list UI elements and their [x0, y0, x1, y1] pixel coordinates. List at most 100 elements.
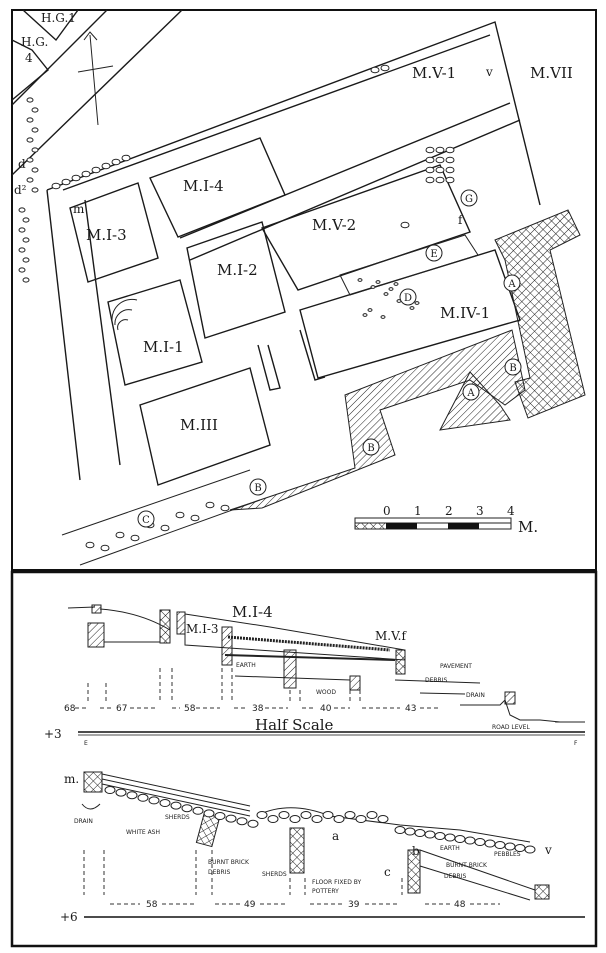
stone: [225, 814, 237, 823]
stone: [445, 176, 455, 184]
scale-tick: 3: [476, 504, 484, 518]
dimension: 38: [252, 704, 264, 714]
stone: [26, 117, 34, 123]
stone: [192, 806, 204, 815]
stone: [170, 801, 182, 810]
stone: [159, 799, 171, 807]
stone: [464, 836, 476, 845]
dimension: 39: [348, 900, 360, 910]
wall-b-hatched: [229, 329, 526, 511]
dimension: 48: [454, 900, 466, 910]
stone: [434, 832, 446, 840]
scale-unit: M.: [518, 518, 538, 536]
stone: [256, 811, 268, 819]
stone: [104, 786, 116, 794]
stone: [454, 835, 466, 843]
section-label: M.V.f: [375, 629, 407, 643]
dimension: 40: [320, 704, 332, 714]
stone: [357, 278, 363, 282]
stone: [445, 166, 455, 174]
room-m-i-1: [107, 279, 203, 386]
room-label: M.IV-1: [440, 304, 490, 322]
dimension: 58: [184, 704, 196, 714]
stone: [18, 207, 26, 213]
stone: [425, 176, 435, 184]
stone: [311, 815, 323, 823]
scale-tick: 2: [445, 504, 453, 518]
stone: [31, 187, 39, 193]
stone: [344, 811, 356, 819]
stone: [137, 793, 149, 802]
small-letter: m: [73, 202, 85, 216]
corner-label: 4: [25, 51, 33, 65]
section-label: EARTH: [440, 845, 460, 852]
dimension: 67: [116, 704, 127, 714]
marker-circle: [399, 288, 417, 306]
section-label: DRAIN: [74, 818, 93, 825]
section-label: POTTERY: [312, 888, 339, 895]
dimension: 58: [146, 900, 158, 910]
stone: [524, 845, 536, 854]
room-m-i-3: [69, 182, 159, 283]
stone: [220, 504, 230, 512]
stone: [377, 815, 389, 823]
scale-bar: 0 1 2 3 4 M.: [354, 504, 538, 536]
room-m-v-2: [260, 164, 471, 291]
section-end-label: E: [84, 740, 88, 747]
room-label: M.I-2: [217, 261, 258, 279]
stone: [115, 531, 125, 539]
marker-circle: [460, 189, 478, 207]
marker-circle: [503, 274, 521, 292]
wall-a-crosshatched: [494, 209, 586, 419]
stone: [100, 544, 110, 552]
stone: [26, 137, 34, 143]
stone: [414, 301, 420, 305]
stone: [115, 788, 127, 797]
section-label: EARTH: [236, 662, 256, 669]
stone: [355, 815, 367, 823]
section-label: DEBRIS: [208, 869, 230, 876]
marker-label: A: [507, 279, 516, 290]
stone: [504, 842, 516, 851]
section-label: SHERDS: [262, 871, 287, 878]
section-label: WOOD: [316, 689, 336, 696]
marker-label: D: [404, 293, 412, 304]
section-stones: [104, 786, 536, 854]
room-label: M.I-4: [183, 177, 224, 195]
section-label: BURNT BRICK: [208, 859, 250, 866]
semicircle-feature: [111, 298, 138, 331]
stone: [18, 267, 26, 273]
section-e-f: M.I-4 M.I-3 M.V.f PAVEMENT DEBRIS EARTH …: [44, 603, 585, 747]
section-label: M.I-3: [186, 622, 219, 636]
room-m-iii: [139, 367, 271, 486]
stone: [484, 839, 496, 848]
corner-label: H.G.: [21, 35, 48, 49]
stone: [445, 146, 455, 154]
marker-circle: [137, 510, 155, 528]
debris-label: d²: [14, 183, 27, 197]
stone: [22, 237, 30, 243]
room-label: M.I-3: [86, 226, 127, 244]
stone: [435, 176, 445, 184]
stone: [205, 501, 215, 509]
small-letter: f: [458, 213, 464, 227]
scale-tick: 1: [414, 504, 422, 518]
stone: [444, 833, 456, 842]
section-label: PAVEMENT: [440, 663, 472, 670]
stone: [22, 257, 30, 263]
small-letter: v: [485, 65, 493, 79]
stone: [81, 170, 91, 178]
section-label: PEBBLES: [494, 851, 521, 858]
section-label: m.: [64, 772, 79, 786]
stone: [383, 292, 389, 296]
corner-label: H.G.1: [41, 11, 76, 25]
section-label: DRAIN: [466, 692, 485, 699]
room-label: M.V-2: [312, 216, 356, 234]
stone: [121, 154, 131, 162]
stone: [414, 829, 426, 837]
stone: [61, 178, 71, 186]
stone: [300, 811, 312, 819]
stone: [425, 156, 435, 164]
marker-circle: [462, 383, 480, 401]
